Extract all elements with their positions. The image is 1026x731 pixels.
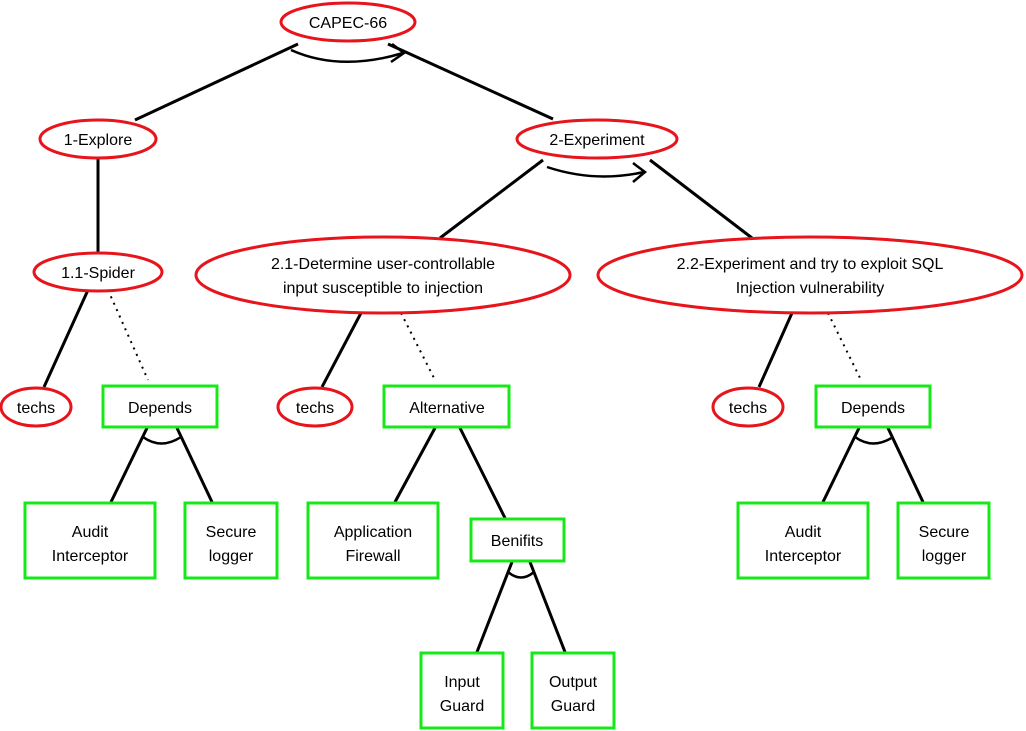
node-audit-interceptor-2: Audit Interceptor — [736, 501, 870, 580]
node-input-guard: Input Guard — [419, 651, 505, 730]
countermeasure-box — [382, 384, 511, 429]
edge-root-experiment — [387, 42, 554, 121]
and-arc-depends-1 — [142, 435, 182, 445]
node-label: Depends — [128, 400, 192, 417]
node-label: 1-Explore — [64, 132, 133, 149]
countermeasure-box — [896, 501, 991, 580]
node-application-firewall: Application Firewall — [306, 501, 440, 580]
edge-experiment-exploit — [649, 158, 753, 240]
edge-spider-depends — [107, 289, 149, 381]
edge-experiment-determine — [439, 158, 544, 240]
node-depends-1: Depends — [101, 384, 219, 429]
node-techs-1: techs — [0, 386, 73, 428]
refinement-arcs — [142, 43, 894, 579]
node-label: techs — [296, 400, 334, 417]
node-label-line-2: logger — [922, 548, 967, 565]
node-label-line-2: Interceptor — [765, 548, 842, 565]
countermeasure-box — [306, 501, 440, 580]
edge-root-explore — [134, 42, 299, 122]
countermeasure-box — [101, 384, 219, 429]
edge-benifits-output — [528, 561, 567, 653]
node-label: Depends — [841, 400, 905, 417]
node-label: Alternative — [409, 400, 485, 417]
edge-determine-alternative — [400, 312, 436, 381]
sequence-arrowhead-experiment — [632, 162, 648, 183]
sequence-arc-experiment — [546, 165, 645, 178]
node-label-line-1: Input — [444, 674, 480, 691]
node-audit-interceptor-1: Audit Interceptor — [23, 501, 157, 580]
node-label: CAPEC-66 — [309, 15, 387, 32]
node-label: 2-Experiment — [549, 132, 645, 149]
edge-benifits-input — [475, 561, 514, 653]
node-spider: 1.1-Spider — [32, 251, 164, 293]
node-label-line-1: Audit — [785, 524, 822, 541]
countermeasure-box — [736, 501, 870, 580]
edge-determine-techs — [320, 312, 363, 388]
node-label-line-1: Output — [549, 674, 598, 691]
node-benifits: Benifits — [469, 517, 566, 563]
edge-depends2-secure — [886, 427, 925, 503]
goal-ellipse — [515, 118, 679, 160]
goal-ellipse — [38, 118, 158, 160]
node-label-line-1: Application — [334, 524, 412, 541]
goal-ellipse — [276, 386, 354, 428]
countermeasure-box — [183, 501, 279, 580]
edge-depends1-secure — [175, 427, 214, 503]
and-arc-depends-2 — [854, 435, 894, 445]
node-techs-2: techs — [276, 386, 354, 428]
node-label-line-2: Guard — [440, 698, 484, 715]
node-label-line-2: Firewall — [345, 548, 400, 565]
node-depends-2: Depends — [814, 384, 932, 429]
edge-depends1-audit — [109, 427, 149, 503]
node-label: techs — [17, 400, 55, 417]
node-explore: 1-Explore — [38, 118, 158, 160]
countermeasure-box — [23, 501, 157, 580]
node-label-line-2: Injection vulnerability — [736, 280, 885, 297]
node-techs-3: techs — [711, 386, 785, 428]
edge-alternative-firewall — [393, 427, 437, 503]
sequence-arc-root — [290, 48, 404, 64]
node-label-line-1: Secure — [919, 524, 970, 541]
node-label-line-1: 2.1-Determine user-controllable — [271, 256, 495, 273]
countermeasure-box — [814, 384, 932, 429]
countermeasure-box — [469, 517, 566, 563]
node-alternative: Alternative — [382, 384, 511, 429]
node-label-line-1: Audit — [72, 524, 109, 541]
node-secure-logger-2: Secure logger — [896, 501, 991, 580]
node-label-line-2: logger — [209, 548, 254, 565]
node-output-guard: Output Guard — [530, 651, 616, 730]
goal-ellipse — [0, 386, 73, 428]
goal-ellipse — [279, 1, 417, 43]
goal-ellipse — [194, 235, 572, 315]
edge-exploit-depends — [827, 312, 862, 381]
and-arc-benifits — [507, 571, 535, 579]
edge-exploit-techs — [757, 312, 794, 388]
node-label-line-2: Interceptor — [52, 548, 129, 565]
goal-ellipse — [32, 251, 164, 293]
goal-nodes: CAPEC-66 1-Explore 2-Experiment 1.1-Spid… — [0, 1, 1024, 428]
node-label-line-2: input susceptible to injection — [283, 280, 483, 297]
node-exploit-sql-injection: 2.2-Experiment and try to exploit SQL In… — [596, 235, 1024, 315]
edges — [42, 42, 925, 653]
edge-alternative-benifits — [458, 427, 507, 519]
goal-ellipse — [711, 386, 785, 428]
node-determine-input: 2.1-Determine user-controllable input su… — [194, 235, 572, 315]
node-secure-logger-1: Secure logger — [183, 501, 279, 580]
node-label: Benifits — [491, 533, 543, 550]
node-label-line-2: Guard — [551, 698, 595, 715]
sequence-arrowhead-root — [390, 43, 407, 64]
countermeasure-nodes: Depends Alternative Depends Audit Interc… — [23, 384, 991, 730]
node-label-line-1: 2.2-Experiment and try to exploit SQL — [677, 256, 944, 273]
countermeasure-box — [419, 651, 505, 730]
node-capec-66: CAPEC-66 — [279, 1, 417, 43]
node-label-line-1: Secure — [206, 524, 257, 541]
node-label: techs — [729, 400, 767, 417]
countermeasure-box — [530, 651, 616, 730]
node-experiment: 2-Experiment — [515, 118, 679, 160]
node-label: 1.1-Spider — [61, 265, 135, 282]
edge-spider-techs — [42, 289, 90, 388]
goal-ellipse — [596, 235, 1024, 315]
edge-depends2-audit — [821, 427, 861, 503]
